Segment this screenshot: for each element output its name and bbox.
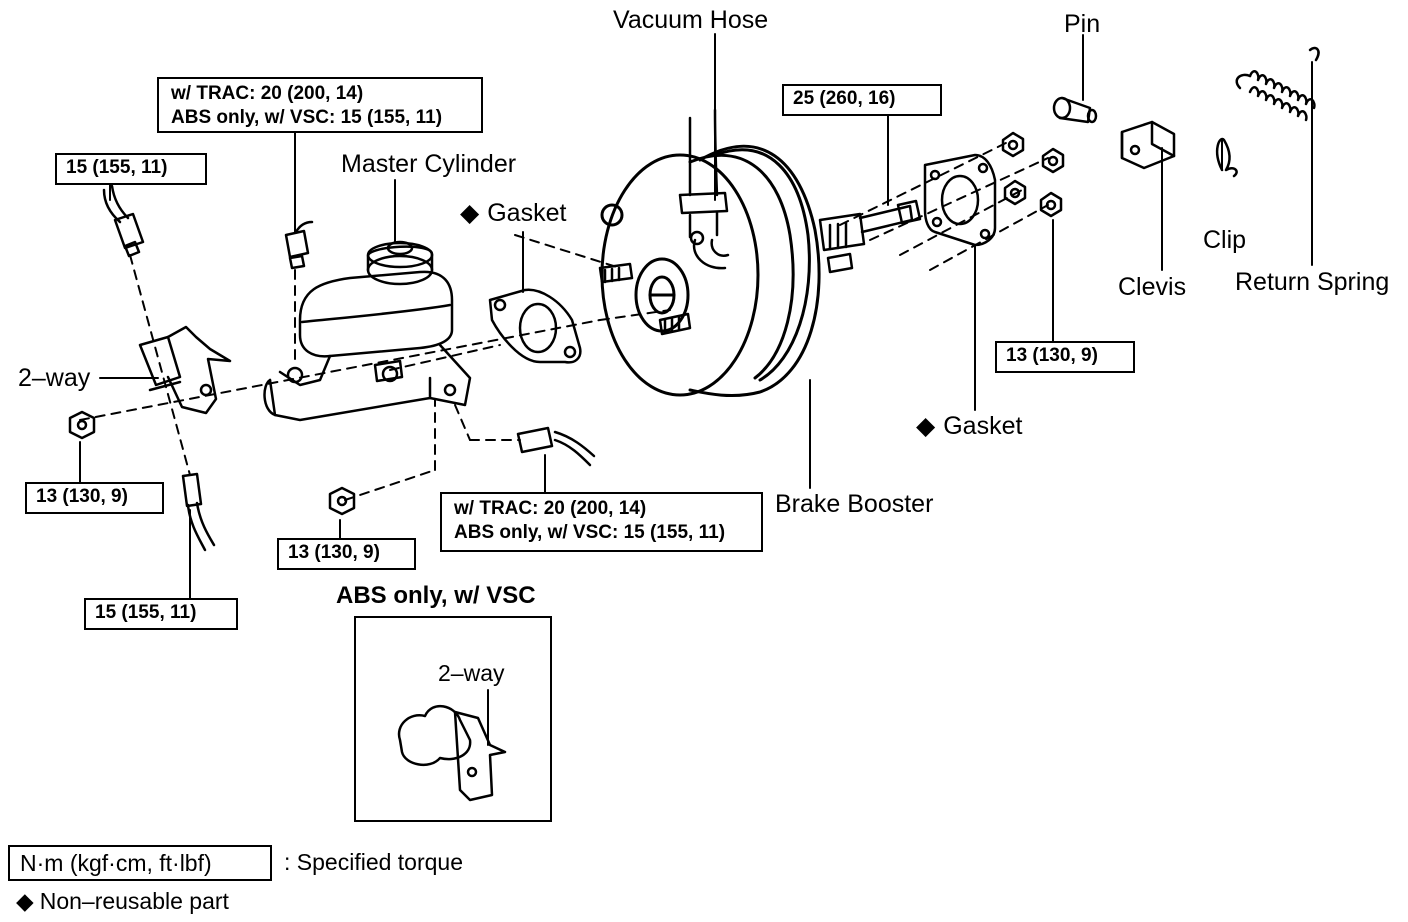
clevis-part bbox=[1120, 120, 1176, 170]
legend-non-reusable-text: Non–reusable part bbox=[39, 888, 229, 914]
two-way-label: 2–way bbox=[18, 364, 91, 392]
brake-booster-label: Brake Booster bbox=[775, 490, 934, 518]
gasket-lower-text: Gasket bbox=[943, 412, 1023, 440]
torque-box-left-nut: 13 (130, 9) bbox=[25, 482, 164, 514]
inset-title: ABS only, w/ VSC bbox=[336, 582, 536, 609]
nuts-left bbox=[68, 410, 356, 516]
legend-non-reusable: ◆Non–reusable part bbox=[16, 886, 229, 916]
diamond-icon: ◆ bbox=[916, 412, 936, 440]
alignment-lines bbox=[79, 139, 1049, 501]
inset-two-way-part bbox=[397, 689, 507, 802]
torque-trac-line: w/ TRAC: 20 (200, 14) bbox=[171, 83, 364, 104]
torque-trac-line: w/ TRAC: 20 (200, 14) bbox=[454, 498, 647, 519]
return-spring-label: Return Spring bbox=[1235, 268, 1390, 296]
master-cylinder-label: Master Cylinder bbox=[341, 150, 517, 178]
torque-box-left-top: 15 (155, 11) bbox=[55, 153, 207, 185]
brake-booster-body bbox=[600, 144, 821, 397]
return-spring-part bbox=[1235, 46, 1320, 122]
leader-lines bbox=[79, 33, 1313, 601]
gasket-right-part bbox=[923, 153, 997, 247]
gasket-lower-label: ◆Gasket bbox=[916, 411, 1022, 441]
clip-part bbox=[1215, 137, 1238, 178]
diamond-icon: ◆ bbox=[16, 888, 34, 914]
clip-label: Clip bbox=[1203, 226, 1247, 254]
master-cylinder bbox=[263, 240, 472, 422]
gasket-upper-label: ◆Gasket bbox=[460, 198, 566, 228]
torque-box-booster-nut: 13 (130, 9) bbox=[995, 341, 1135, 373]
line-fittings bbox=[113, 212, 554, 508]
torque-box-trac-top: w/ TRAC: 20 (200, 14) ABS only, w/ VSC: … bbox=[157, 77, 483, 133]
torque-box-trac-bottom: w/ TRAC: 20 (200, 14) ABS only, w/ VSC: … bbox=[440, 492, 763, 552]
clevis-label: Clevis bbox=[1118, 273, 1187, 301]
nuts-right bbox=[1001, 131, 1065, 218]
vacuum-hose-part bbox=[678, 108, 730, 270]
torque-abs-line: ABS only, w/ VSC: 15 (155, 11) bbox=[454, 522, 726, 543]
legend-torque-desc: : Specified torque bbox=[284, 849, 464, 875]
torque-box-left-bottom: 15 (155, 11) bbox=[84, 598, 238, 630]
pin-part bbox=[1052, 96, 1098, 124]
inset-two-way-label: 2–way bbox=[438, 660, 505, 686]
booster-pushrod bbox=[818, 199, 922, 274]
torque-box-mc-nut: 13 (130, 9) bbox=[277, 538, 416, 570]
gasket-left-part bbox=[488, 288, 582, 364]
inset-frame bbox=[354, 616, 552, 822]
gasket-upper-text: Gasket bbox=[487, 199, 567, 227]
torque-box-booster-stud: 25 (260, 16) bbox=[782, 84, 942, 116]
two-way-joint bbox=[138, 325, 232, 415]
pin-label: Pin bbox=[1064, 10, 1101, 38]
torque-abs-line: ABS only, w/ VSC: 15 (155, 11) bbox=[171, 107, 443, 128]
legend-torque-units: N·m (kgf·cm, ft·lbf) bbox=[8, 845, 272, 881]
vacuum-hose-label: Vacuum Hose bbox=[613, 6, 769, 34]
diamond-icon: ◆ bbox=[460, 199, 480, 227]
